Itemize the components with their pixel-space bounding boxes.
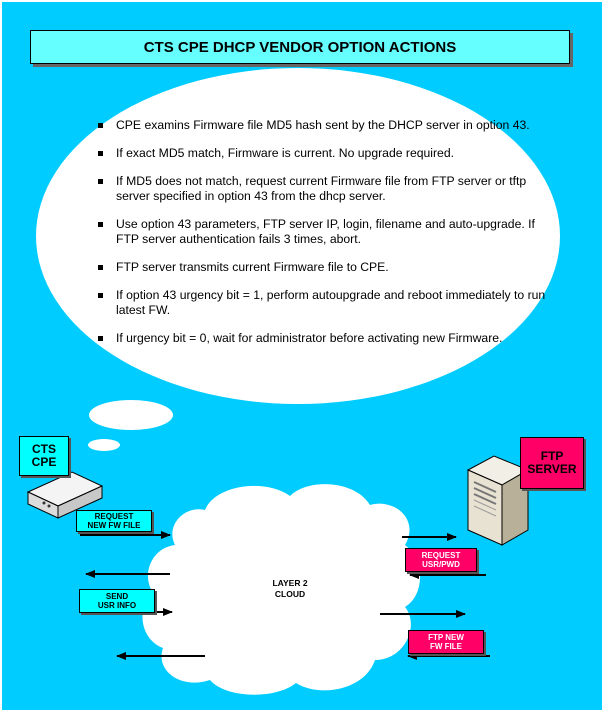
layer2-cloud — [142, 484, 420, 695]
cpe-label-line2: CPE — [31, 455, 57, 469]
ftp-server-label-line2: SERVER — [527, 462, 577, 476]
ftp-server-label-line1: FTP — [540, 449, 564, 463]
server-tower-icon — [466, 455, 530, 546]
ftp-server-label: FTP SERVER — [520, 437, 584, 489]
cloud-label-line2: CLOUD — [274, 589, 306, 599]
request-fw-label-line1: REQUEST — [94, 512, 134, 521]
cpe-device-icon — [26, 471, 104, 519]
ftp-new-label: FTP NEW FW FILE — [408, 630, 484, 654]
request-usr-label-line2: USR/PWD — [422, 560, 460, 569]
bullet-item: If urgency bit = 0, wait for administrat… — [96, 331, 548, 346]
cpe-label-line1: CTS — [32, 442, 56, 456]
request-fw-label: REQUEST NEW FW FILE — [76, 510, 152, 532]
send-usr-label: SEND USR INFO — [79, 589, 155, 613]
request-usr-label: REQUEST USR/PWD — [405, 548, 477, 572]
cloud-label: LAYER 2 CLOUD — [240, 578, 340, 600]
bullet-item: If option 43 urgency bit = 1, perform au… — [96, 288, 548, 318]
request-fw-label-line2: NEW FW FILE — [87, 521, 141, 530]
bullet-item: Use option 43 parameters, FTP server IP,… — [96, 217, 548, 247]
diagram-title: CTS CPE DHCP VENDOR OPTION ACTIONS — [30, 30, 570, 64]
thought-bubble-small-1 — [89, 400, 173, 430]
ftp-new-label-line2: FW FILE — [429, 642, 462, 651]
send-usr-label-line1: SEND — [105, 592, 129, 601]
bullet-item: If exact MD5 match, Firmware is current.… — [96, 146, 548, 161]
send-usr-label-line2: USR INFO — [97, 601, 137, 610]
bullet-item: CPE examins Firmware file MD5 hash sent … — [96, 118, 548, 133]
cpe-label: CTS CPE — [19, 436, 69, 476]
bullet-item: If MD5 does not match, request current F… — [96, 174, 548, 204]
thought-bubble — [36, 68, 560, 404]
bullet-list: CPE examins Firmware file MD5 hash sent … — [96, 118, 548, 359]
thought-bubble-small-2 — [88, 439, 120, 451]
bullet-item: FTP server transmits current Firmware fi… — [96, 260, 548, 275]
cloud-label-line1: LAYER 2 — [272, 578, 308, 588]
request-usr-label-line1: REQUEST — [421, 551, 461, 560]
ftp-new-label-line1: FTP NEW — [428, 633, 464, 642]
